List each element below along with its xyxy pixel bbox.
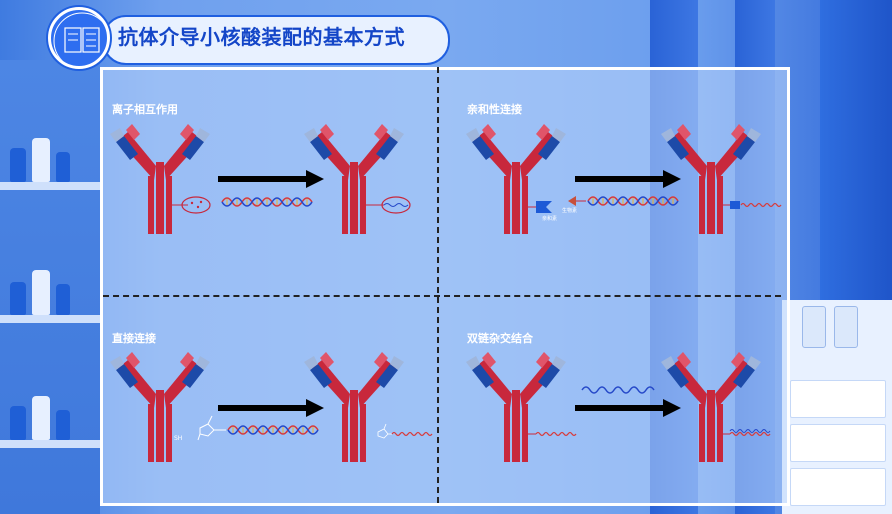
bottle: [10, 282, 26, 315]
avidin-biotin-complex-icon: [730, 201, 740, 209]
quadrant-title-hybridization: 双链杂交结合: [467, 332, 533, 345]
antibody-icon: [110, 352, 210, 462]
arrow-icon: [218, 170, 324, 188]
cationic-carrier-icon: [181, 196, 211, 214]
bottle: [32, 270, 50, 315]
bottle: [56, 152, 70, 182]
biotin-label: 生物素: [562, 207, 577, 214]
book-logo-icon: [48, 7, 110, 69]
sirna-helix-icon: [221, 197, 313, 207]
lab-cabinet: [782, 300, 892, 514]
cabinet-drawer: [790, 424, 886, 462]
arrow-icon: [218, 399, 324, 417]
conjugate-complex-icon: [381, 196, 411, 214]
cabinet-door: [834, 306, 858, 348]
shelf-board: [0, 182, 100, 190]
sirna-helix-icon: [587, 196, 679, 206]
bottle: [56, 410, 70, 440]
avidin-label: 亲和素: [542, 215, 557, 222]
avidin-icon: [536, 201, 552, 213]
quadrant-divider-horizontal: [103, 295, 781, 297]
quadrant-title-ionic: 离子相互作用: [112, 103, 178, 116]
bottle: [32, 396, 50, 440]
arrow-icon: [575, 399, 681, 417]
bottle: [32, 138, 50, 182]
shelf-board: [0, 440, 100, 448]
sirna-helix-icon: [227, 425, 319, 435]
linked-conjugate-icon: [377, 423, 392, 439]
cabinet-drawer: [790, 468, 886, 506]
antibody-icon: [110, 124, 210, 234]
quadrant-title-direct: 直接连接: [112, 332, 156, 345]
antisense-strand-icon: [581, 386, 655, 394]
thiol-label: SH: [174, 435, 182, 442]
shelf-board: [0, 315, 100, 323]
quadrant-divider-vertical: [437, 67, 439, 503]
page-title: 抗体介导小核酸装配的基本方式: [118, 25, 405, 49]
cabinet-door: [802, 306, 826, 348]
biotin-icon: [568, 196, 576, 206]
left-shelf: [0, 60, 100, 514]
arrow-icon: [575, 170, 681, 188]
bottle: [56, 284, 70, 315]
antibody-icon: [466, 352, 566, 462]
bottle: [10, 148, 26, 182]
cabinet-drawer: [790, 380, 886, 418]
sense-strand-icon: [535, 431, 577, 437]
quadrant-title-affinity: 亲和性连接: [467, 103, 522, 116]
bottle: [10, 406, 26, 440]
maleimide-linker-icon: [197, 415, 226, 441]
title-banner: [102, 15, 450, 65]
